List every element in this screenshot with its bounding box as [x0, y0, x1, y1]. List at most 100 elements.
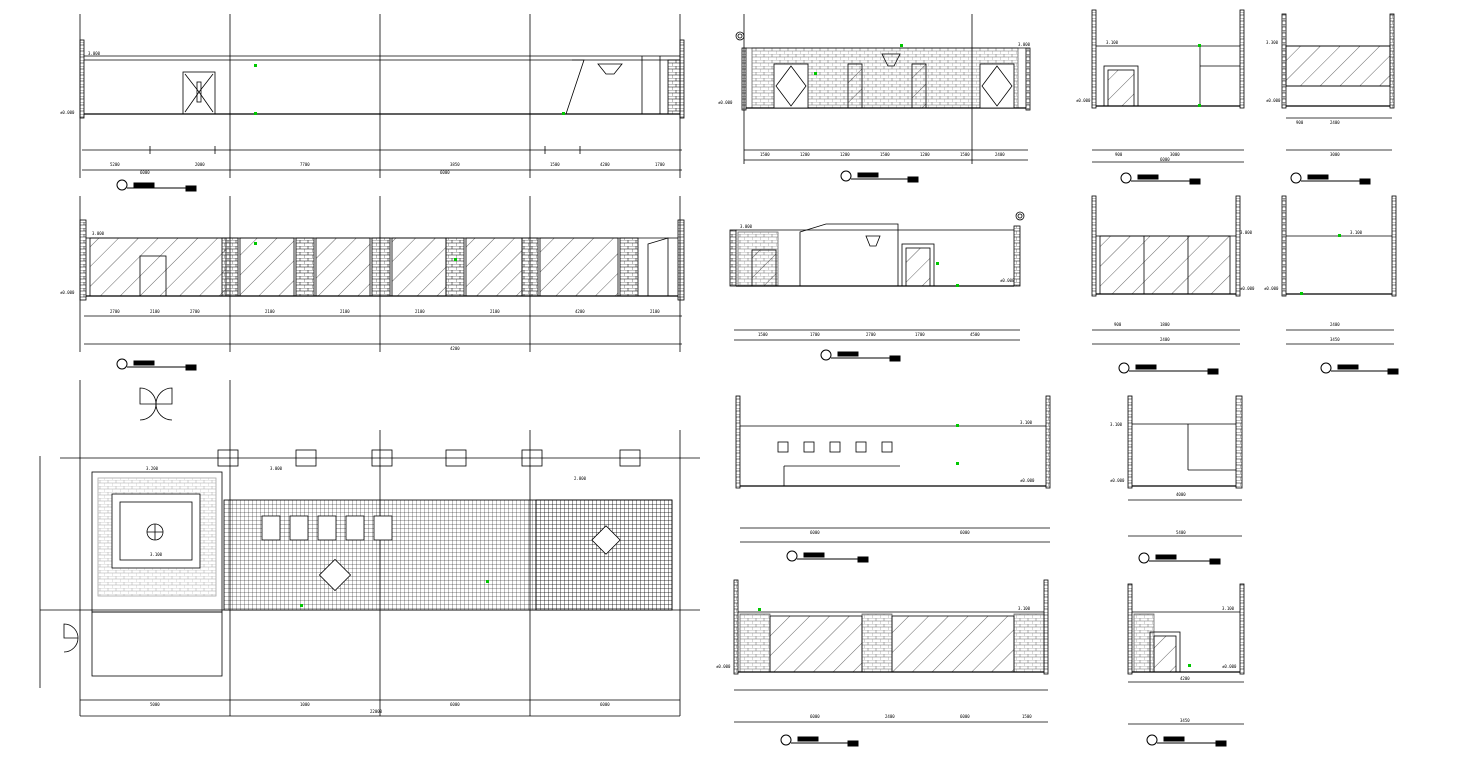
svg-text:2400: 2400 [1330, 322, 1340, 327]
svg-text:3.100: 3.100 [150, 552, 163, 557]
svg-text:3.300: 3.300 [1266, 40, 1279, 45]
svg-text:900: 900 [1296, 120, 1304, 125]
svg-text:6000: 6000 [1160, 157, 1170, 162]
svg-text:6000: 6000 [960, 714, 970, 719]
svg-text:5000: 5000 [150, 702, 160, 707]
svg-text:900: 900 [1115, 152, 1123, 157]
svg-text:2400: 2400 [885, 714, 895, 719]
elevation-6-labels: 3.300 ±0.000 900 2400 3000 [1266, 40, 1340, 157]
snap-markers [254, 44, 1341, 667]
svg-text:2700: 2700 [110, 309, 120, 314]
elevation-5-labels: 3.100 ±0.000 900 3000 6000 [1076, 40, 1180, 162]
svg-text:6000: 6000 [440, 170, 450, 175]
svg-text:3.100: 3.100 [1106, 40, 1119, 45]
svg-text:2.800: 2.800 [574, 476, 587, 481]
svg-text:900: 900 [1114, 322, 1122, 327]
svg-text:1700: 1700 [655, 162, 665, 167]
svg-text:±0.000: ±0.000 [1266, 98, 1281, 103]
svg-text:3000: 3000 [1330, 152, 1340, 157]
svg-text:4200: 4200 [600, 162, 610, 167]
svg-text:2400: 2400 [1160, 337, 1170, 342]
svg-text:2100: 2100 [490, 309, 500, 314]
elevation-8 [1281, 195, 1397, 345]
elevation-2 [79, 196, 685, 352]
svg-text:3.200: 3.200 [146, 466, 159, 471]
svg-text:3.100: 3.100 [1020, 420, 1033, 425]
ceiling-plan-labels: 3.200 3.000 3.100 2.800 5000 1000 6000 6… [146, 466, 610, 714]
svg-text:±0.000: ±0.000 [1240, 286, 1255, 291]
svg-text:1200: 1200 [920, 152, 930, 157]
svg-text:±0.000: ±0.000 [60, 110, 75, 115]
elevation-12-labels: 3.100 ±0.000 4200 3450 [1180, 606, 1237, 723]
svg-text:6000: 6000 [810, 714, 820, 719]
svg-text:1500: 1500 [960, 152, 970, 157]
elevation-11 [733, 579, 1049, 723]
elevation-5 [1091, 9, 1245, 163]
svg-text:4200: 4200 [450, 346, 460, 351]
elevation-12 [1127, 583, 1245, 725]
elevation-2-labels: 3.000 ±0.000 2700 2100 2700 2100 2100 21… [60, 231, 660, 351]
svg-text:5400: 5400 [1176, 530, 1186, 535]
svg-text:±0.000: ±0.000 [60, 290, 75, 295]
elevation-1-labels: 3.000 ±0.000 5200 2000 7700 3850 1500 42… [60, 51, 665, 175]
svg-text:4200: 4200 [1180, 676, 1190, 681]
svg-text:3.000: 3.000 [92, 231, 105, 236]
svg-text:1500: 1500 [758, 332, 768, 337]
svg-text:1200: 1200 [800, 152, 810, 157]
svg-text:2400: 2400 [1330, 120, 1340, 125]
svg-text:4500: 4500 [970, 332, 980, 337]
svg-text:±0.000: ±0.000 [1076, 98, 1091, 103]
svg-text:1500: 1500 [550, 162, 560, 167]
svg-text:2700: 2700 [866, 332, 876, 337]
svg-text:±0.000: ±0.000 [1110, 478, 1125, 483]
svg-text:2400: 2400 [995, 152, 1005, 157]
elevation-10-labels: 3.100 ±0.000 4000 5400 [1110, 422, 1186, 535]
svg-text:1500: 1500 [1022, 714, 1032, 719]
svg-text:2100: 2100 [340, 309, 350, 314]
svg-text:6000: 6000 [600, 702, 610, 707]
svg-text:3.100: 3.100 [1350, 230, 1363, 235]
svg-text:1000: 1000 [300, 702, 310, 707]
elevation-10 [1127, 395, 1243, 537]
svg-text:3.000: 3.000 [270, 466, 283, 471]
elevation-3 [735, 14, 1031, 164]
svg-text:3450: 3450 [1330, 337, 1340, 342]
svg-text:3450: 3450 [1180, 718, 1190, 723]
svg-text:6000: 6000 [450, 702, 460, 707]
svg-text:1500: 1500 [880, 152, 890, 157]
svg-text:5200: 5200 [110, 162, 120, 167]
svg-text:±0.000: ±0.000 [1000, 278, 1015, 283]
svg-text:2700: 2700 [190, 309, 200, 314]
svg-text:6000: 6000 [960, 530, 970, 535]
svg-text:1700: 1700 [915, 332, 925, 337]
elevation-7 [1091, 195, 1241, 345]
svg-text:3.100: 3.100 [1110, 422, 1123, 427]
svg-text:7700: 7700 [300, 162, 310, 167]
svg-text:2100: 2100 [415, 309, 425, 314]
svg-text:2000: 2000 [195, 162, 205, 167]
svg-text:2100: 2100 [150, 309, 160, 314]
elevation-11-labels: 3.100 ±0.000 6000 2400 6000 1500 [716, 606, 1032, 719]
svg-text:4000: 4000 [1176, 492, 1186, 497]
svg-text:1800: 1800 [1160, 322, 1170, 327]
svg-text:±0.000: ±0.000 [718, 100, 733, 105]
section-markers [116, 170, 1399, 747]
elevation-8-labels: 3.100 ±0.000 2400 3450 [1264, 230, 1363, 342]
elevation-9-labels: 3.100 ±0.000 6000 6000 [810, 420, 1035, 535]
svg-text:±0.000: ±0.000 [1264, 286, 1279, 291]
svg-text:6000: 6000 [140, 170, 150, 175]
elevation-4-labels: 3.000 ±0.000 1500 1700 2700 1700 4500 [740, 224, 1015, 337]
svg-text:1700: 1700 [810, 332, 820, 337]
svg-text:4200: 4200 [575, 309, 585, 314]
elevation-6 [1281, 13, 1395, 151]
svg-text:2100: 2100 [265, 309, 275, 314]
svg-text:±0.000: ±0.000 [1222, 664, 1237, 669]
svg-text:±0.000: ±0.000 [1020, 478, 1035, 483]
svg-text:±0.000: ±0.000 [716, 664, 731, 669]
svg-text:22000: 22000 [370, 709, 383, 714]
svg-text:3850: 3850 [450, 162, 460, 167]
svg-text:1200: 1200 [840, 152, 850, 157]
svg-text:3.100: 3.100 [1222, 606, 1235, 611]
svg-text:3.000: 3.000 [1240, 230, 1253, 235]
